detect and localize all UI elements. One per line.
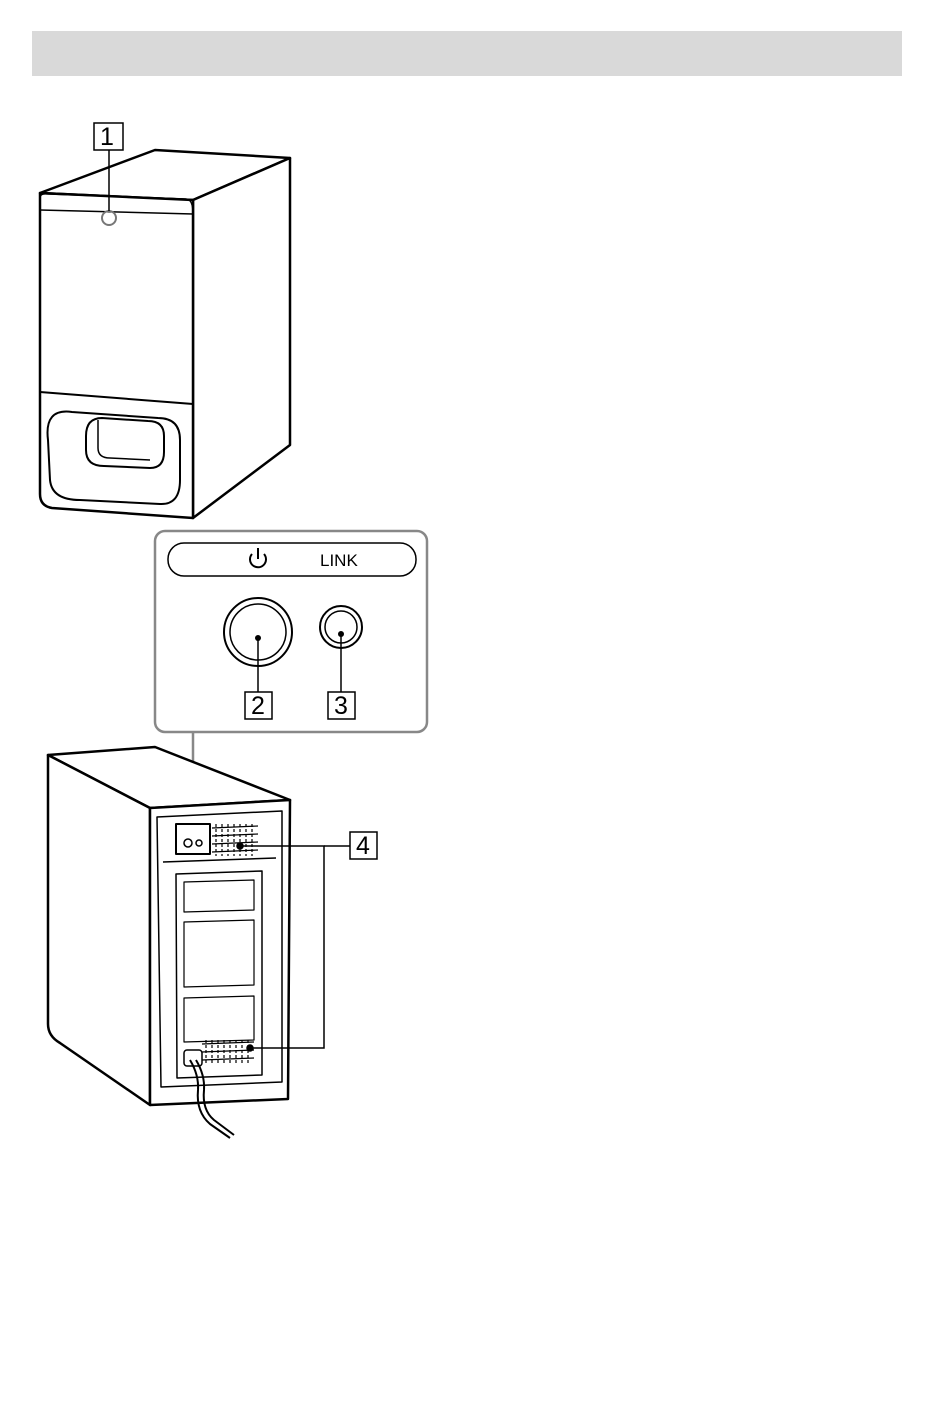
callout-1-label: 1 <box>100 123 114 151</box>
callout-2-label: 2 <box>251 692 265 720</box>
control-panel-detail: LINK 2 3 <box>155 531 427 732</box>
link-label: LINK <box>320 551 358 570</box>
cabinet-side <box>193 158 290 518</box>
cabinet-front <box>40 193 193 518</box>
subwoofer-front-view <box>40 150 290 518</box>
callout-3-label: 3 <box>334 692 348 720</box>
callout-4-label: 4 <box>356 832 370 860</box>
subwoofer-rear-view <box>48 747 290 1138</box>
